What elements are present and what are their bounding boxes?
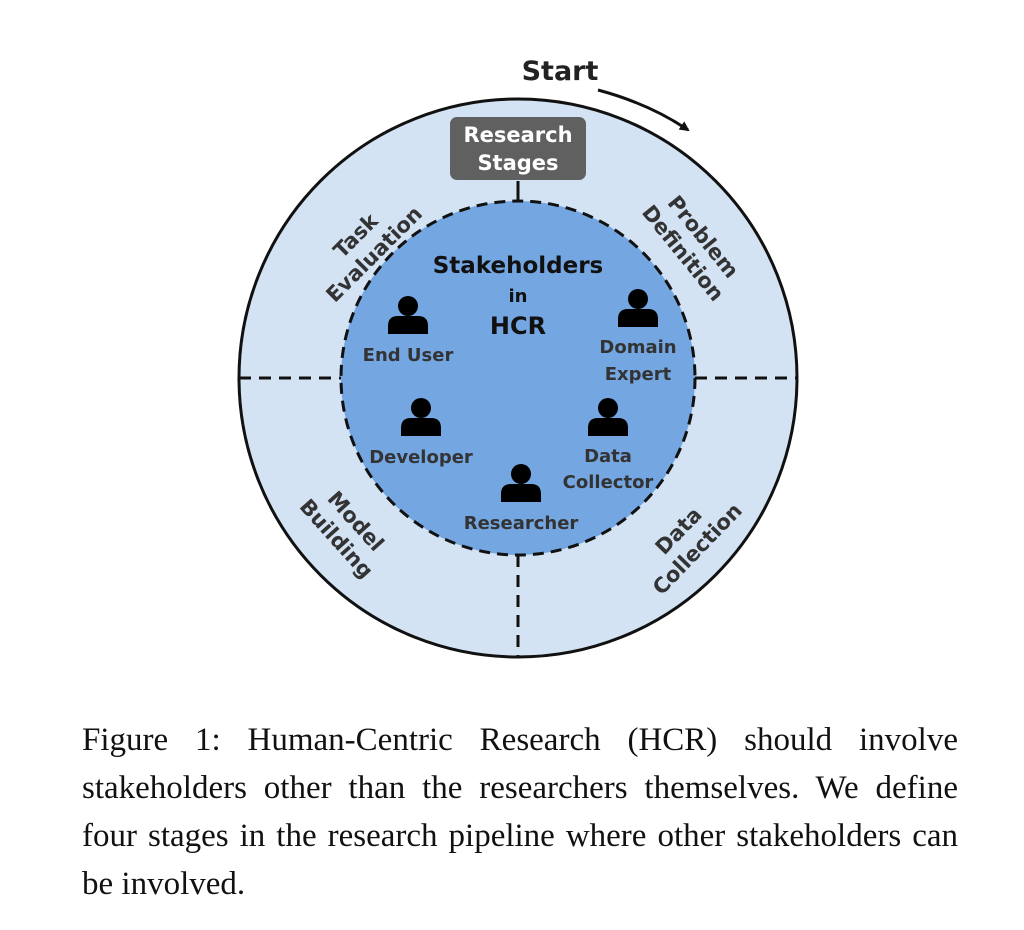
- research-stages-badge: [450, 117, 586, 180]
- stakeholder-circle: [339, 199, 697, 557]
- person-icon: [388, 296, 428, 334]
- stakeholder-researcher-label: Researcher: [464, 513, 579, 534]
- person-icon: [618, 289, 658, 327]
- center-title-line1: Stakeholders: [433, 253, 604, 279]
- stakeholder-researcher: Researcher: [464, 464, 579, 534]
- person-icon: [401, 398, 441, 436]
- center-title-line3: HCR: [490, 312, 546, 340]
- center-title-line2: in: [509, 286, 528, 307]
- stakeholder-data-collector-line1: Data: [584, 446, 632, 467]
- stakeholder-domain-expert-line1: Domain: [599, 337, 676, 358]
- badge-line1: Research: [463, 123, 572, 147]
- start-arrow: [597, 88, 690, 132]
- stakeholder-data-collector-line2: Collector: [563, 472, 654, 493]
- stakeholder-developer-label: Developer: [369, 447, 473, 468]
- start-label: Start: [522, 56, 599, 87]
- stakeholder-developer: Developer: [369, 398, 473, 468]
- person-icon: [501, 464, 541, 502]
- stakeholder-data-collector: Data Collector: [563, 398, 654, 493]
- badge-line2: Stages: [477, 151, 558, 175]
- stakeholder-domain-expert-line2: Expert: [605, 364, 672, 385]
- stakeholder-domain-expert: Domain Expert: [599, 289, 677, 385]
- figure-caption: Figure 1: Human-Centric Research (HCR) s…: [82, 722, 958, 902]
- person-icon: [588, 398, 628, 436]
- stakeholder-end-user: End User: [363, 296, 454, 366]
- stakeholder-end-user-label: End User: [363, 345, 454, 366]
- hcr-diagram: Start Research Stages Stakeholders in HC…: [237, 56, 799, 659]
